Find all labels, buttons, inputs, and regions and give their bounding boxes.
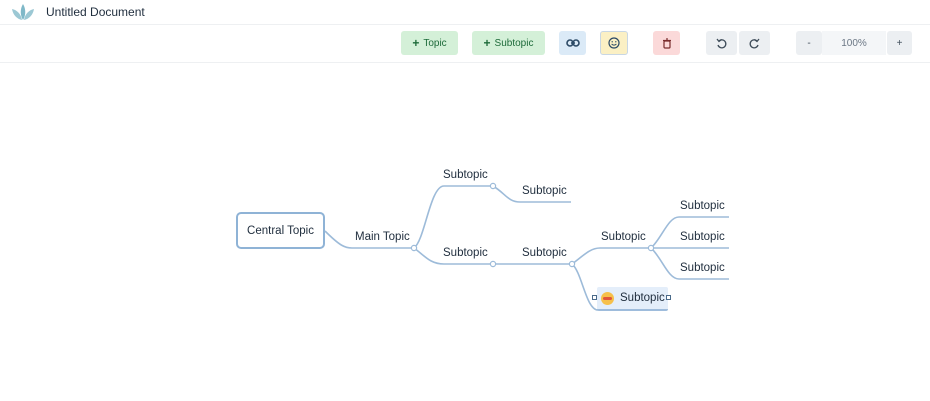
add-subtopic-button[interactable]: + Subtopic [472, 31, 545, 55]
subtopic-node[interactable]: Subtopic [680, 200, 725, 212]
grinning-emoji-icon [601, 291, 614, 305]
connector-child-selected [571, 263, 599, 311]
selected-subtopic-label: Subtopic [620, 292, 665, 304]
subtopic-node[interactable]: Subtopic [522, 185, 567, 197]
zoom-in-label: + [896, 37, 903, 49]
leaf-logo-icon [12, 4, 34, 20]
junction-dot [410, 244, 418, 252]
trash-icon [662, 37, 671, 49]
subtopic-node[interactable]: Subtopic [680, 231, 725, 243]
plus-icon: + [412, 36, 420, 50]
connector-top-child [492, 185, 571, 203]
plus-icon: + [483, 36, 491, 50]
link-button[interactable] [559, 31, 586, 55]
undo-button[interactable] [706, 31, 737, 55]
subtopic-node[interactable]: Subtopic [522, 247, 567, 259]
zoom-level: 100% [822, 31, 886, 55]
add-subtopic-label: Subtopic [494, 37, 534, 49]
subtopic-node[interactable]: Subtopic [443, 247, 488, 259]
connector-child-grandchild [571, 247, 651, 265]
central-topic-node[interactable]: Central Topic [236, 212, 325, 249]
subtopic-node[interactable]: Subtopic [443, 169, 488, 181]
add-topic-label: Topic [423, 37, 447, 49]
connector-central-main [324, 230, 414, 249]
connector-main-bottom [413, 247, 493, 265]
delete-button[interactable] [653, 31, 680, 55]
connector-grandchild-leaf1 [650, 216, 729, 249]
link-icon [565, 39, 580, 47]
undo-icon [716, 38, 727, 48]
zoom-in-button[interactable]: + [887, 31, 912, 55]
toolbar: + Topic + Subtopic [0, 25, 930, 63]
zoom-out-label: - [807, 37, 811, 49]
selected-subtopic-node[interactable]: Subtopic [597, 287, 668, 311]
document-title[interactable]: Untitled Document [46, 5, 145, 19]
resize-handle-left[interactable] [592, 295, 597, 300]
title-bar: Untitled Document [0, 0, 930, 25]
connector-main-top [413, 185, 493, 249]
junction-dot [489, 260, 497, 268]
main-topic-node[interactable]: Main Topic [355, 231, 410, 243]
resize-handle-right[interactable] [666, 295, 671, 300]
connector-grandchild-leaf3 [650, 247, 729, 280]
junction-dot [489, 182, 497, 190]
subtopic-node[interactable]: Subtopic [601, 231, 646, 243]
smiley-icon [608, 37, 620, 49]
zoom-out-button[interactable]: - [796, 31, 822, 55]
subtopic-node[interactable]: Subtopic [680, 262, 725, 274]
central-topic-label: Central Topic [247, 224, 314, 237]
emoji-button[interactable] [600, 31, 628, 55]
add-topic-button[interactable]: + Topic [401, 31, 458, 55]
redo-icon [749, 38, 760, 48]
redo-button[interactable] [739, 31, 770, 55]
junction-dot [647, 244, 655, 252]
junction-dot [568, 260, 576, 268]
